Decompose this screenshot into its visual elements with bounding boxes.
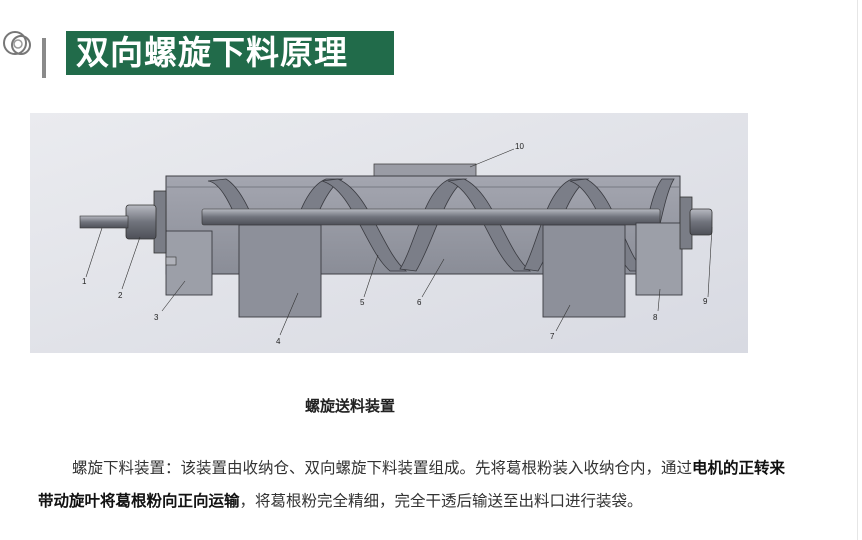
page-title: 双向螺旋下料原理 — [66, 31, 394, 75]
outlet-left — [238, 224, 322, 318]
callout-3: 3 — [154, 313, 159, 322]
screw-shaft — [201, 208, 661, 226]
description-paragraph: 螺旋下料装置：该装置由收纳仓、双向螺旋下料装置组成。先将葛根粉装入收纳仓内，通过… — [38, 452, 798, 518]
callout-9: 9 — [703, 297, 708, 306]
right-bearing — [689, 208, 713, 236]
description-text-bold: 电机的正转来带动旋叶将葛根粉向正向运输 — [38, 459, 786, 510]
callout-10: 10 — [515, 142, 524, 151]
callout-4: 4 — [276, 337, 281, 346]
title-accent-bar — [42, 38, 46, 78]
callout-1: 1 — [82, 277, 87, 286]
callout-7: 7 — [550, 332, 555, 341]
callout-6: 6 — [417, 298, 422, 307]
left-bearing — [125, 204, 157, 240]
screw-feeder-diagram: 1 2 3 4 5 6 7 8 9 10 — [30, 113, 748, 353]
outlet-right — [542, 224, 626, 318]
page-edge-divider — [857, 0, 858, 540]
support-right — [635, 222, 683, 296]
callout-2: 2 — [118, 291, 123, 300]
callout-5: 5 — [360, 298, 365, 307]
figure-caption: 螺旋送料装置 — [304, 397, 395, 415]
description-text-3: ，将葛根粉完全精细，完全干透后输送至出料口进行装袋。 — [239, 492, 643, 510]
drive-shaft — [79, 215, 129, 229]
double-ring-icon — [3, 31, 31, 55]
description-text-1: 螺旋下料装置：该装置由收纳仓、双向螺旋下料装置组成。先将葛根粉装入收纳仓内，通过 — [72, 459, 693, 477]
callout-8: 8 — [653, 313, 658, 322]
